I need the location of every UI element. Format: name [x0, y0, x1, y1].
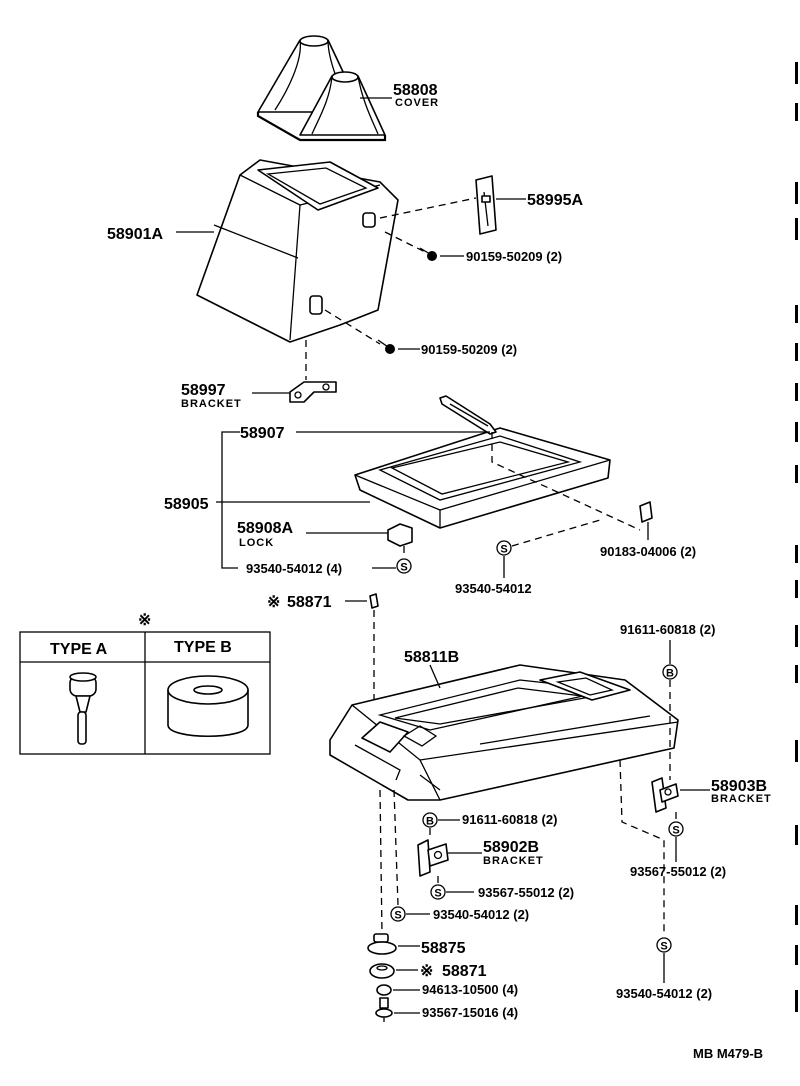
label-93567-right: 93567-55012 (2) — [630, 864, 726, 879]
s-symbol-icon: S — [396, 558, 412, 574]
console-box-58901a — [196, 159, 399, 343]
bracket-58997 — [289, 381, 337, 403]
clip-90183 — [639, 501, 653, 523]
label-93540-mid: 93540-54012 — [455, 581, 532, 596]
label-58905: 58905 — [164, 496, 209, 513]
label-58908a-name: LOCK — [239, 537, 274, 549]
label-58811b: 58811B — [404, 649, 459, 666]
s-symbol-icon: S — [390, 906, 406, 922]
svg-text:S: S — [500, 544, 507, 556]
console-58811b — [329, 664, 679, 801]
label-90159-upper: 90159-50209 (2) — [466, 249, 562, 264]
label-58808-name: COVER — [395, 97, 439, 109]
label-91611-right: 91611-60818 (2) — [620, 622, 715, 637]
bracket-58995a — [475, 175, 497, 235]
grommet-58871-bottom — [369, 963, 395, 979]
svg-text:S: S — [434, 888, 441, 900]
ref-mark-icon: ※ — [138, 612, 151, 629]
b-symbol-icon: B — [422, 812, 438, 828]
margin-marks — [795, 62, 798, 1012]
shift-boot-cover — [256, 35, 387, 142]
label-93540-left: 93540-54012 (2) — [433, 907, 529, 922]
svg-text:B: B — [666, 668, 674, 680]
type-b-header: TYPE B — [174, 639, 232, 656]
label-58903b: 58903B — [711, 778, 767, 795]
b-symbol-icon: B — [662, 664, 678, 680]
type-table: TYPE A TYPE B — [19, 631, 271, 755]
type-a-header: TYPE A — [50, 641, 108, 658]
label-58902b-name: BRACKET — [483, 855, 544, 867]
type-a-grommet-icon — [69, 672, 97, 745]
label-90159-lower: 90159-50209 (2) — [421, 342, 517, 357]
ref-mark-icon: ※ — [420, 963, 433, 980]
label-58902b: 58902B — [483, 839, 539, 856]
label-58997-name: BRACKET — [181, 398, 242, 410]
bracket-58902b — [417, 839, 449, 877]
s-symbol-icon: S — [496, 540, 512, 556]
label-58995a: 58995A — [527, 192, 583, 209]
label-58907: 58907 — [240, 425, 285, 442]
grommet-58871 — [369, 593, 379, 609]
bumper-58875 — [367, 933, 397, 955]
spring-58907 — [439, 395, 497, 435]
label-93567-bottom: 93567-15016 (4) — [422, 1005, 518, 1020]
label-58808: 58808 — [393, 82, 438, 99]
svg-text:S: S — [394, 910, 401, 922]
label-93567-left: 93567-55012 (2) — [478, 885, 574, 900]
screw-icon — [377, 339, 395, 354]
label-58903b-name: BRACKET — [711, 793, 772, 805]
tray-58905 — [354, 427, 611, 529]
s-symbol-icon: S — [668, 821, 684, 837]
label-58875: 58875 — [421, 940, 466, 957]
svg-text:S: S — [672, 825, 679, 837]
type-b-grommet-icon — [167, 675, 249, 737]
label-91611-left: 91611-60818 (2) — [462, 812, 557, 827]
label-58871-bottom: 58871 — [442, 963, 487, 980]
s-symbol-icon: S — [656, 937, 672, 953]
svg-text:B: B — [426, 816, 434, 828]
screw-93567-bottom — [375, 997, 393, 1022]
label-90183: 90183-04006 (2) — [600, 544, 696, 559]
label-94613: 94613-10500 (4) — [422, 982, 518, 997]
label-93540-right: 93540-54012 (2) — [616, 986, 712, 1001]
label-58908a: 58908A — [237, 520, 293, 537]
svg-text:S: S — [660, 941, 667, 953]
label-58901a: 58901A — [107, 226, 163, 243]
label-58997: 58997 — [181, 382, 226, 399]
washer-94613 — [376, 984, 392, 996]
bracket-58903b — [651, 777, 679, 813]
s-symbol-icon: S — [430, 884, 446, 900]
diagram-reference-code: MB M479-B — [693, 1046, 763, 1061]
svg-text:S: S — [400, 562, 407, 574]
label-93540-four: 93540-54012 (4) — [246, 561, 342, 576]
screw-icon — [419, 247, 437, 261]
lock-58908a — [387, 523, 413, 547]
ref-mark-icon: ※ — [267, 594, 280, 611]
label-58871-top: 58871 — [287, 594, 332, 611]
